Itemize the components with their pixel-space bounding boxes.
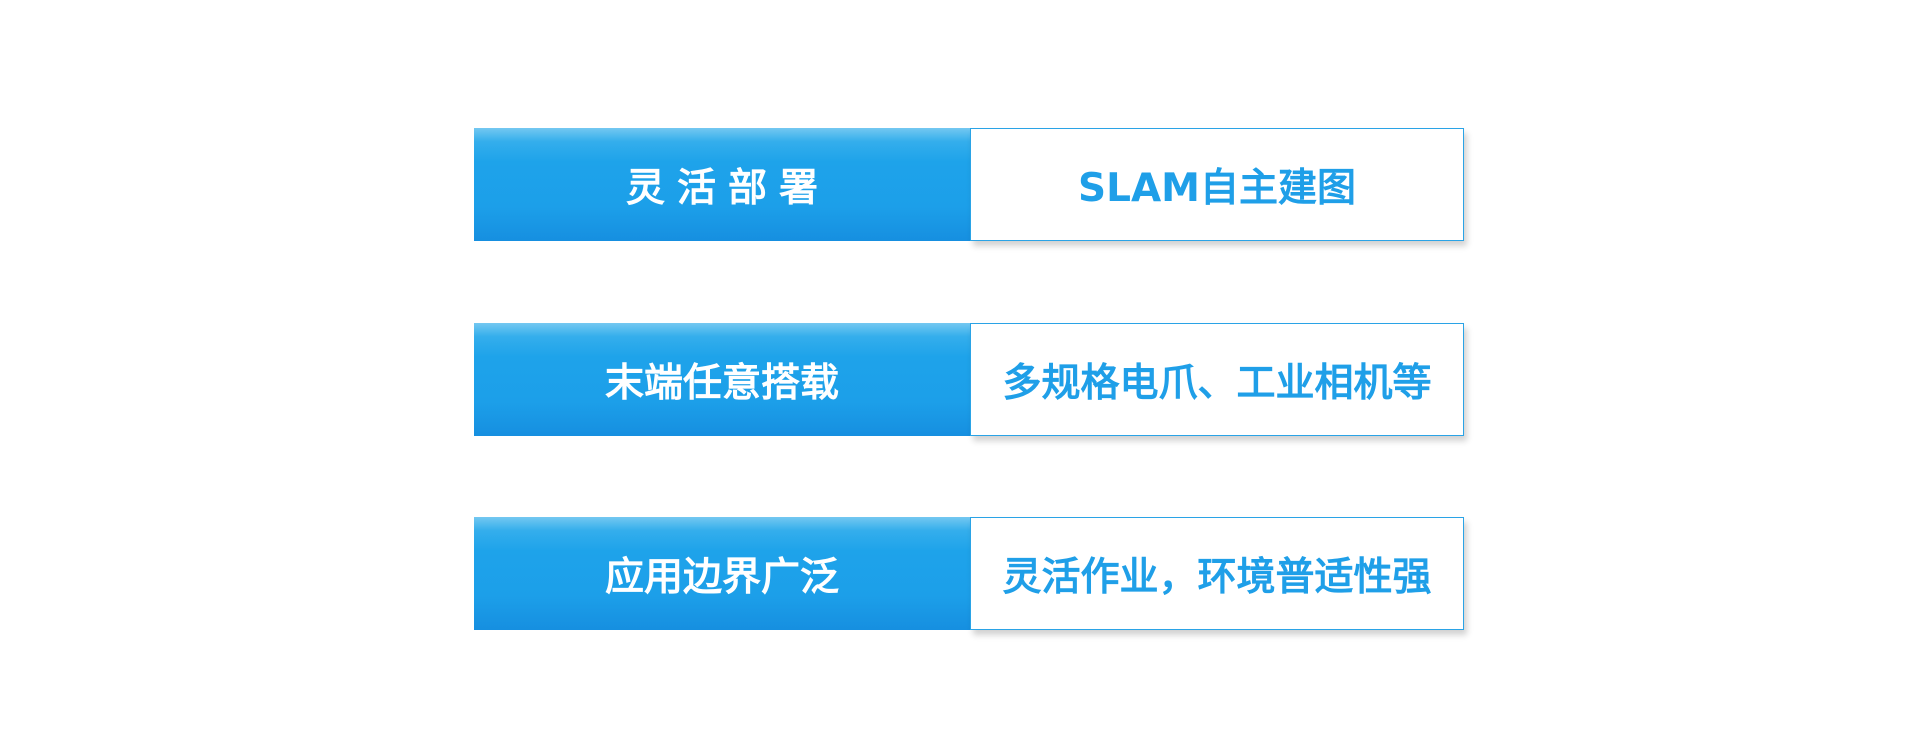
feature-value: SLAM自主建图 — [1078, 165, 1356, 211]
feature-value: 多规格电爪、工业相机等 — [1002, 360, 1432, 406]
feature-label: 应用边界广泛 — [604, 554, 839, 600]
feature-value-box: 灵活作业，环境普适性强 — [970, 517, 1464, 630]
feature-label-box: 应用边界广泛 — [474, 517, 970, 630]
feature-row: 末端任意搭载 多规格电爪、工业相机等 — [474, 323, 1464, 436]
feature-value-box: SLAM自主建图 — [970, 128, 1464, 241]
feature-value: 灵活作业，环境普适性强 — [1002, 554, 1432, 600]
feature-row: 应用边界广泛 灵活作业，环境普适性强 — [474, 517, 1464, 630]
feature-row: 灵活部署 SLAM自主建图 — [474, 128, 1464, 241]
feature-label: 末端任意搭载 — [604, 360, 839, 406]
feature-label-box: 灵活部署 — [474, 128, 970, 241]
feature-label-box: 末端任意搭载 — [474, 323, 970, 436]
feature-value-box: 多规格电爪、工业相机等 — [970, 323, 1464, 436]
feature-label: 灵活部署 — [625, 165, 830, 211]
